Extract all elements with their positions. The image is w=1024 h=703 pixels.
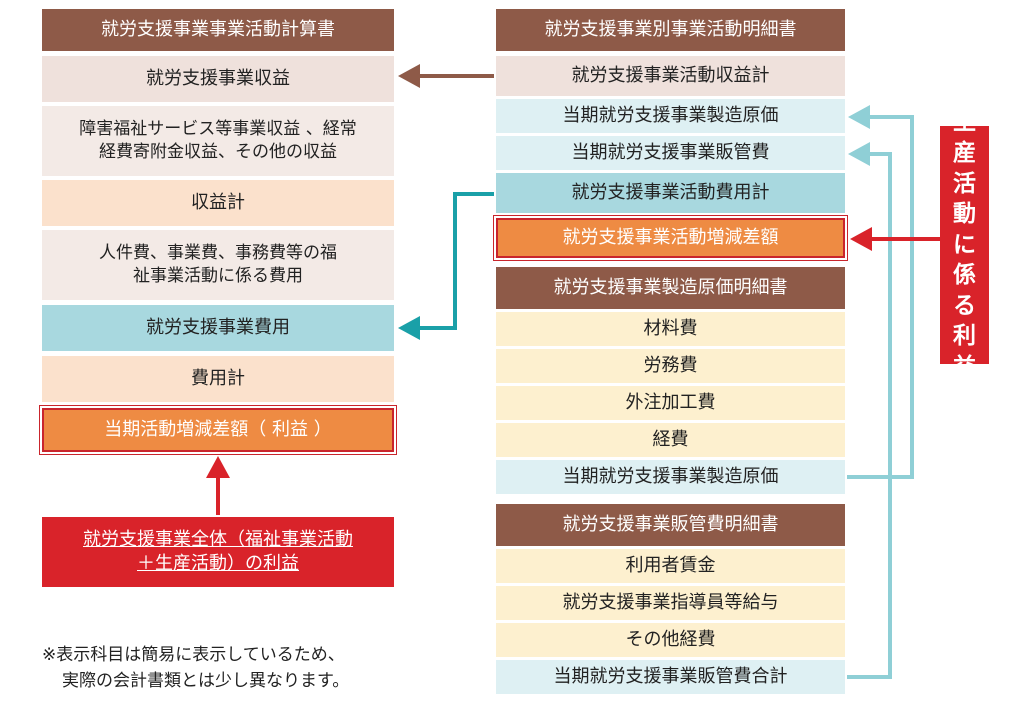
production-profit-label: 生 産 活 動 に 係 る 利 益 xyxy=(940,109,989,380)
right-mid-materials: 材料費 xyxy=(496,312,845,346)
right-top-header: 就労支援事業別事業活動明細書 xyxy=(496,9,845,51)
left-row-revenue: 就労支援事業収益 xyxy=(42,56,394,102)
right-top-mfg-cost: 当期就労支援事業製造原価 xyxy=(496,99,845,133)
production-profit-arrow xyxy=(850,227,940,251)
production-profit-char: に xyxy=(953,231,976,258)
footnote-line-1: ※表示科目は簡易に表示しているため、 xyxy=(42,645,345,665)
sga-link-arrow xyxy=(847,142,892,679)
production-profit-char: 活 xyxy=(953,170,976,197)
right-mid-expenses: 経費 xyxy=(496,423,845,457)
expense-link-arrow xyxy=(398,192,494,340)
production-profit-char: 産 xyxy=(953,139,976,166)
production-profit-char: 係 xyxy=(953,262,976,289)
footnote-line-2: 実際の会計書類とは少し異なります。 xyxy=(62,670,350,691)
right-top-sga: 当期就労支援事業販管費 xyxy=(496,136,845,170)
right-mid-outsourcing: 外注加工費 xyxy=(496,386,845,420)
right-mid-labor: 労務費 xyxy=(496,349,845,383)
right-bot-header: 就労支援事業販管費明細書 xyxy=(496,504,845,546)
right-top-net-change: 就労支援事業活動増減差額 xyxy=(493,215,848,261)
revenue-link-arrow xyxy=(398,64,494,88)
right-mid-header: 就労支援事業製造原価明細書 xyxy=(496,267,845,309)
right-mid-mfg-cost-total: 当期就労支援事業製造原価 xyxy=(496,460,845,494)
production-profit-char: 益 xyxy=(953,354,976,381)
right-top-expense-total: 就労支援事業活動費用計 xyxy=(496,173,845,213)
right-bot-instructor-salary: 就労支援事業指導員等給与 xyxy=(496,586,845,620)
left-row-expense-items: 人件費、事業費、事務費等の福祉事業活動に係る費用 xyxy=(42,230,394,300)
mfg-cost-link-arrow xyxy=(847,105,914,479)
left-row-expense: 就労支援事業費用 xyxy=(42,305,394,351)
left-header: 就労支援事業事業活動計算書 xyxy=(42,9,394,51)
footnote: ※表示科目は簡易に表示しているため、 実際の会計書類とは少し異なります。 xyxy=(42,643,349,694)
right-top-revenue-total: 就労支援事業活動収益計 xyxy=(496,56,845,96)
right-bot-sga-total: 当期就労支援事業販管費合計 xyxy=(496,660,845,694)
overall-profit-arrow xyxy=(206,456,230,515)
left-row-net-change: 当期活動増減差額（ 利益 ） xyxy=(39,405,397,455)
right-bot-other-expenses: その他経費 xyxy=(496,623,845,657)
left-row-revenue-total: 収益計 xyxy=(42,180,394,226)
production-profit-char: る xyxy=(953,292,976,319)
production-profit-char: 動 xyxy=(953,201,976,228)
overall-profit-callout: 就労支援事業全体（福祉事業活動＋生産活動）の利益 xyxy=(42,517,394,587)
left-row-revenue-items: 障害福祉サービス等事業収益 、経常経費寄附金収益、その他の収益 xyxy=(42,106,394,176)
production-profit-char: 利 xyxy=(953,323,976,350)
right-bot-user-wages: 利用者賃金 xyxy=(496,549,845,583)
left-row-expense-total: 費用計 xyxy=(42,356,394,402)
production-profit-char: 生 xyxy=(953,109,976,136)
